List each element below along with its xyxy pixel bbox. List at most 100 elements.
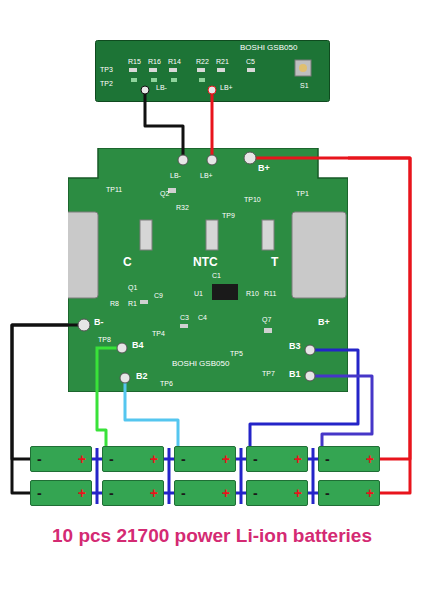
polarity-minus: -	[253, 486, 258, 500]
wire-line	[12, 325, 68, 459]
silkscreen-label: S1	[300, 82, 309, 89]
silkscreen-label: LB+	[200, 172, 213, 179]
led	[199, 78, 205, 82]
board-marking: BOSHI GSB050	[172, 360, 229, 368]
strap-line	[164, 492, 174, 495]
board-marking: BOSHI GSB050	[240, 44, 297, 52]
wire-line	[211, 102, 214, 148]
pcb-outline	[96, 41, 330, 102]
solder-pad	[117, 343, 127, 353]
silkscreen-label: TP11	[106, 186, 122, 193]
solder-pad	[244, 152, 256, 164]
push-button-cap	[299, 64, 307, 72]
polarity-plus: +	[78, 452, 86, 466]
strap-line	[308, 492, 318, 495]
battery-cell: -+	[30, 480, 92, 506]
polarity-plus: +	[78, 486, 86, 500]
battery-cell: -+	[102, 446, 164, 472]
silkscreen-label: Q7	[262, 316, 271, 323]
terminal-clip	[68, 212, 98, 298]
strap-line	[240, 448, 243, 504]
solder-pad	[178, 155, 188, 165]
wire-line	[348, 158, 410, 493]
strap-line	[308, 458, 318, 461]
silkscreen-label: TP10	[244, 196, 261, 203]
silkscreen-label: C5	[246, 58, 255, 65]
caption: 10 pcs 21700 power Li-ion batteries	[0, 526, 424, 547]
led	[171, 78, 177, 82]
silkscreen-label: TP7	[262, 370, 275, 377]
silkscreen-label: C3	[180, 314, 189, 321]
pad-label: B2	[136, 372, 148, 381]
led-row	[131, 78, 205, 82]
silkscreen-label: R21	[216, 58, 229, 65]
silkscreen-label: R8	[110, 300, 119, 307]
pad-label: NTC	[193, 256, 218, 268]
resistor	[169, 68, 177, 72]
silkscreen-label: C9	[154, 292, 163, 299]
strap-line	[92, 458, 102, 461]
slot-terminal	[140, 220, 152, 250]
silkscreen-label: TP1	[296, 190, 309, 197]
solder-pad	[78, 319, 90, 331]
slot-terminal	[206, 220, 218, 250]
solder-pad	[305, 345, 315, 355]
silkscreen-label: TP2	[100, 80, 113, 87]
pcb-outline	[68, 148, 348, 392]
polarity-plus: +	[294, 452, 302, 466]
wire-line	[145, 102, 183, 148]
slot-terminal	[262, 220, 274, 250]
wire	[125, 392, 178, 446]
wire-line	[97, 392, 106, 446]
wire	[348, 158, 410, 493]
polarity-minus: -	[181, 452, 186, 466]
polarity-minus: -	[253, 452, 258, 466]
wire-end	[310, 375, 348, 378]
resistor	[140, 300, 148, 304]
solder-pad	[207, 155, 217, 165]
silkscreen-label: TP4	[152, 330, 165, 337]
resistor	[217, 68, 225, 72]
silkscreen-label: R15	[128, 58, 141, 65]
silkscreen-label: TP6	[160, 380, 173, 387]
silkscreen-label: U1	[194, 290, 203, 297]
silkscreen-label: R11	[264, 290, 276, 297]
silkscreen-label: R10	[246, 290, 259, 297]
silkscreen-label: Q2	[160, 190, 169, 197]
polarity-plus: +	[294, 486, 302, 500]
wire	[12, 325, 68, 459]
push-button	[295, 60, 311, 76]
transistor	[264, 328, 272, 333]
polarity-minus: -	[37, 486, 42, 500]
resistor	[129, 68, 137, 72]
silkscreen-label: R16	[148, 58, 161, 65]
silkscreen-label: TP8	[98, 336, 111, 343]
battery-cell: -+	[102, 480, 164, 506]
strap-line	[92, 492, 102, 495]
polarity-minus: -	[109, 486, 114, 500]
polarity-plus: +	[150, 452, 158, 466]
strap-line	[96, 448, 99, 504]
silkscreen-label: R22	[196, 58, 209, 65]
pad-label: B4	[132, 341, 144, 350]
ic-chip	[212, 284, 238, 300]
wire-end	[250, 157, 348, 160]
pad-label: B+	[258, 164, 270, 173]
battery-cell: -+	[318, 480, 380, 506]
strap-line	[168, 448, 171, 504]
polarity-plus: +	[366, 452, 374, 466]
polarity-plus: +	[150, 486, 158, 500]
resistor	[197, 68, 205, 72]
battery-cell: -+	[318, 446, 380, 472]
pad-label: B3	[289, 342, 301, 351]
silkscreen-label: R32	[176, 204, 189, 211]
silkscreen-label: R1	[128, 300, 137, 307]
solder-pads	[78, 152, 315, 383]
wire	[145, 102, 183, 148]
wire-end	[97, 348, 122, 392]
pad-label: T	[271, 256, 278, 268]
main-board-art	[68, 148, 348, 392]
polarity-plus: +	[222, 486, 230, 500]
wire-line	[125, 392, 178, 446]
silkscreen-label: TP5	[230, 350, 243, 357]
